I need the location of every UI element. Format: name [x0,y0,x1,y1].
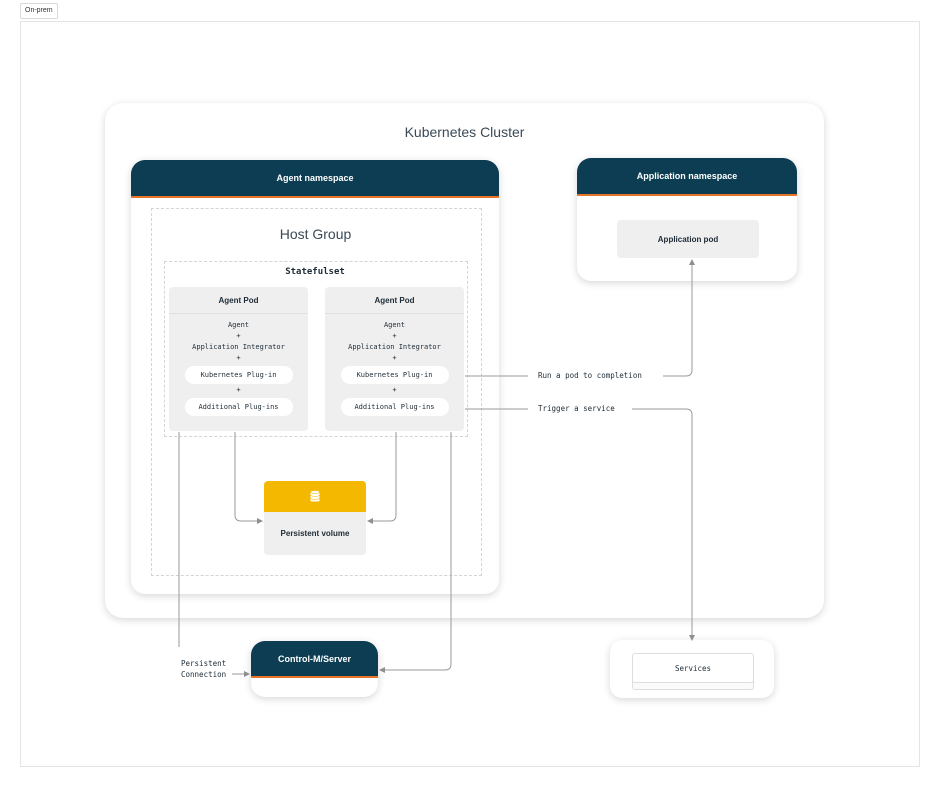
agent-namespace-title: Agent namespace [276,173,354,183]
kubernetes-plugin-pill: Kubernetes Plug-in [184,366,293,384]
additional-plugins-pill: Additional Plug-ins [184,398,293,416]
pod-integrator-label: Application Integrator [192,343,285,351]
tab-on-prem[interactable]: On-prem [20,3,58,19]
plus-sign: + [392,332,397,340]
persistent-connection-label-1: Persistent [181,659,227,668]
plus-sign: + [392,354,397,362]
application-pod: Application pod [617,220,759,258]
app-namespace-title: Application namespace [636,171,738,181]
persistent-connection-label-2: Connection [181,670,227,679]
statefulset [164,261,468,437]
database-icon [310,490,320,502]
agent-pod-1: Agent Pod Agent + Application Integrator… [169,287,308,431]
services-box: Services [632,653,754,683]
pod-control-m-arrow [379,432,452,673]
host-group [151,208,482,576]
run-pod-arrow [663,259,695,377]
pod-agent-label: Agent [227,321,250,329]
application-namespace: Application namespace [577,158,797,281]
trigger-service-label: Trigger a service [538,404,615,413]
plus-sign: + [236,386,241,394]
plus-sign: + [236,354,241,362]
agent-pod-title: Agent Pod [169,287,308,314]
statefulset-title: Statefulset [285,267,345,277]
plus-sign: + [392,386,397,394]
agent-pod-2: Agent Pod Agent + Application Integrator… [325,287,464,431]
pod2-volume-arrow [367,432,397,524]
pod1-volume-arrow [234,432,263,524]
run-pod-label: Run a pod to completion [538,371,642,380]
app-namespace-header: Application namespace [577,158,797,196]
persistent-volume-label: Persistent volume [264,512,366,555]
persistent-volume: Persistent volume [264,481,366,555]
trigger-service-arrow [632,408,695,641]
persistent-volume-header [264,481,366,512]
pod-integrator-label: Application Integrator [348,343,441,351]
agent-pod-title: Agent Pod [325,287,464,314]
pod-agent-label: Agent [383,321,406,329]
kubernetes-plugin-pill: Kubernetes Plug-in [340,366,449,384]
control-m-header: Control-M/Server [251,641,378,678]
plus-sign: + [236,332,241,340]
agent-namespace-header: Agent namespace [131,160,499,198]
cluster-title: Kubernetes Cluster [404,124,525,140]
control-m-title: Control-M/Server [277,653,351,664]
host-group-title: Host Group [279,226,352,242]
control-m-server: Control-M/Server [251,641,378,697]
additional-plugins-pill: Additional Plug-ins [340,398,449,416]
